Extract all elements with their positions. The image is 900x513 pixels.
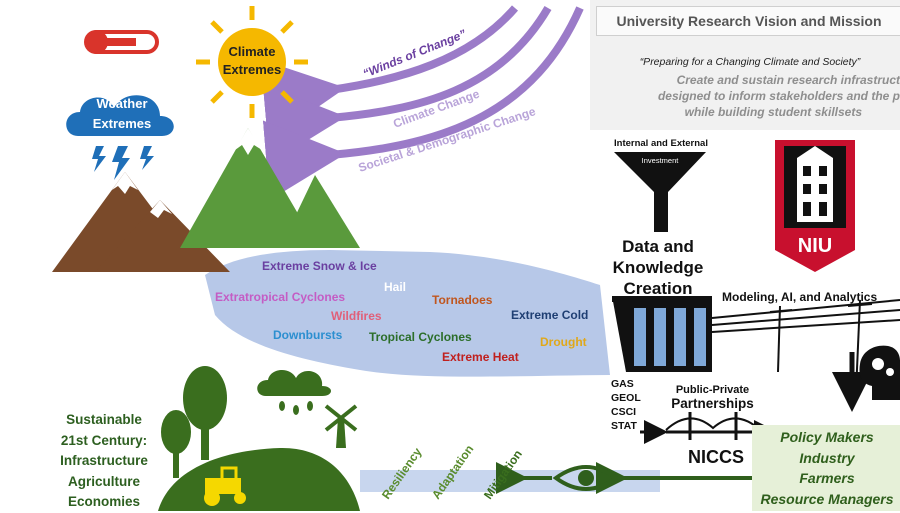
sustainable-line: Infrastructure: [44, 451, 164, 472]
modeling-label: Modeling, AI, and Analytics: [722, 290, 900, 304]
partnerships-label: Public-Private Partnerships: [660, 384, 765, 411]
sustainable-line: 21st Century:: [44, 431, 164, 452]
hazard-label: Tornadoes: [432, 293, 492, 307]
mission-quote: “Preparing for a Changing Climate and So…: [600, 56, 900, 68]
stakeholder-list: Policy Makers Industry Farmers Resource …: [752, 427, 900, 509]
niu-logo-text: NIU: [798, 235, 832, 257]
dkc-line: Creation: [598, 278, 718, 299]
stakeholder-item: Policy Makers: [752, 427, 900, 448]
hazard-label: Downbursts: [273, 328, 342, 342]
partnerships-line2: Partnerships: [660, 396, 765, 411]
dkc-line: Data and: [598, 236, 718, 257]
bridge-icon: [666, 412, 760, 440]
landscape: [158, 448, 360, 511]
windmill-icon: [326, 406, 356, 448]
hazard-label: Drought: [540, 335, 587, 349]
department-item: GEOL: [611, 391, 641, 405]
sustainable-line: Sustainable: [44, 410, 164, 431]
sustainable-line: Economies: [44, 492, 164, 513]
hazard-label: Extreme Cold: [511, 308, 588, 322]
sustainable-line: Agriculture: [44, 472, 164, 493]
climate-extremes-line1: Climate: [229, 44, 276, 59]
hazard-label: Tropical Cyclones: [369, 330, 472, 344]
thermometer-icon: [84, 30, 157, 54]
weather-extremes-line1: Weather: [96, 96, 147, 111]
department-item: CSCI: [611, 405, 641, 419]
data-knowledge-creation: Data and Knowledge Creation: [598, 236, 718, 299]
hazard-label: Extreme Heat: [442, 350, 519, 364]
climate-extremes-line2: Extremes: [223, 62, 282, 77]
stakeholder-item: Resource Managers: [752, 489, 900, 510]
mission-line: designed to inform stakeholders and the …: [600, 88, 900, 104]
rain-cloud-icon: [257, 370, 331, 415]
mission-line: while building student skillsets: [600, 104, 900, 120]
hazard-label: Extreme Snow & Ice: [262, 259, 377, 273]
sustainable-goals: Sustainable 21st Century: Infrastructure…: [44, 410, 164, 513]
hazard-label: Extratropical Cyclones: [215, 290, 345, 304]
hazard-label: Hail: [384, 280, 406, 294]
panel-title: University Research Vision and Mission: [596, 6, 900, 36]
niccs-label: NICCS: [676, 447, 756, 468]
dam-icon: [612, 296, 712, 372]
investment-label: Internal and External: [596, 138, 726, 149]
weather-extremes-line2: Extremes: [93, 116, 152, 131]
mission-text: Create and sustain research infrastruct …: [600, 72, 900, 120]
department-list: GAS GEOL CSCI STAT: [611, 377, 641, 433]
department-item: STAT: [611, 419, 641, 433]
stakeholder-item: Industry: [752, 448, 900, 469]
partnerships-line1: Public-Private: [660, 384, 765, 396]
stakeholder-item: Farmers: [752, 468, 900, 489]
mission-line: Create and sustain research infrastruct: [600, 72, 900, 88]
investment-funnel-text: Investment: [642, 156, 680, 165]
head-gears-icon: [860, 346, 900, 400]
hazard-label: Wildfires: [331, 309, 382, 323]
dkc-line: Knowledge: [598, 257, 718, 278]
department-item: GAS: [611, 377, 641, 391]
